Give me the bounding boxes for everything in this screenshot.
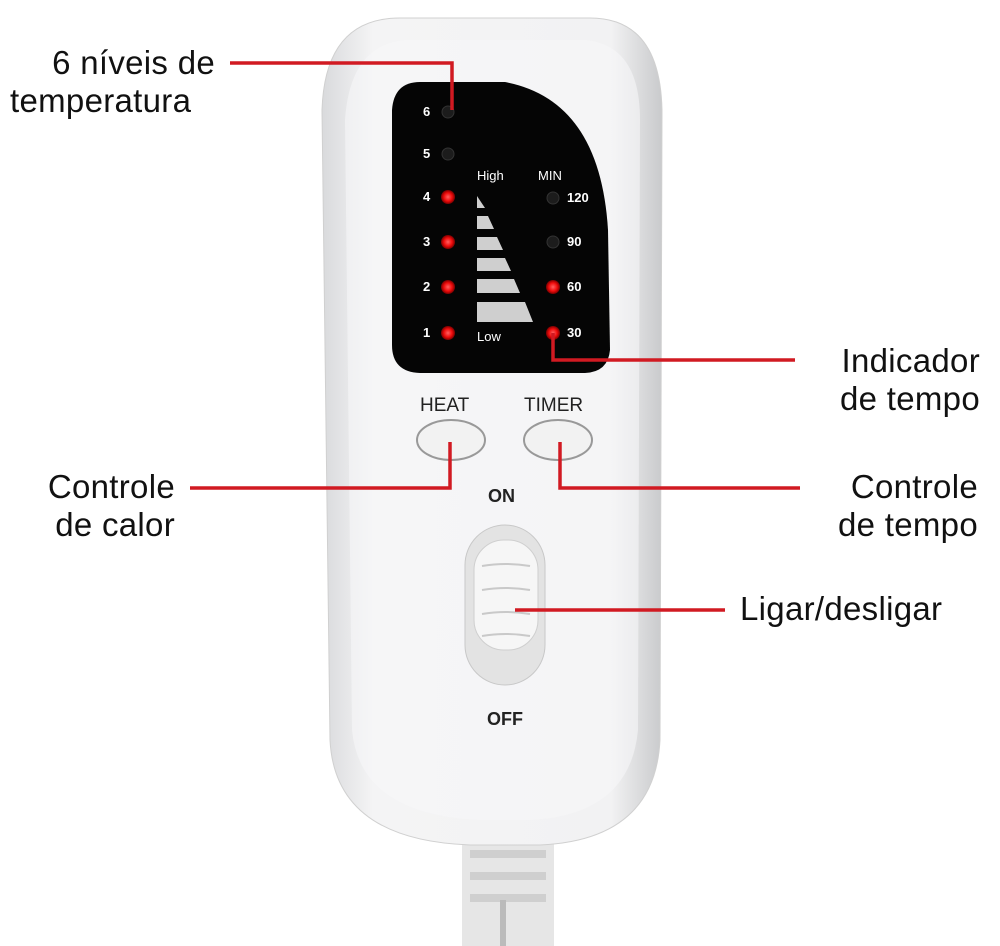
timer-led-60 — [546, 280, 560, 294]
callout-heat-control: Controle de calor — [48, 468, 175, 544]
heat-level-graphic — [477, 196, 533, 322]
callout-line: temperatura — [10, 82, 192, 119]
callout-line: Controle — [850, 468, 978, 505]
temp-led-1 — [441, 326, 455, 340]
callout-line: Controle — [47, 468, 175, 505]
heat-button-label: HEAT — [420, 395, 470, 416]
temp-led-4 — [441, 190, 455, 204]
off-label: OFF — [487, 709, 523, 729]
high-label: High — [477, 168, 504, 183]
callout-time-control: Controle de tempo — [838, 468, 978, 544]
callout-temperature-levels: 6 níveis de temperatura — [10, 44, 215, 120]
callout-power: Ligar/desligar — [740, 590, 943, 627]
temp-level-label: 1 — [423, 325, 431, 340]
temp-level-label: 6 — [423, 104, 431, 119]
timer-led-120 — [546, 191, 560, 205]
timer-led-90 — [546, 235, 560, 249]
callout-line: Indicador — [841, 342, 980, 379]
callout-line: de calor — [55, 506, 175, 543]
temp-led-5 — [441, 147, 455, 161]
min-label: MIN — [538, 168, 562, 183]
on-label: ON — [488, 486, 515, 506]
timer-value-label: 90 — [567, 234, 582, 249]
timer-button-label: TIMER — [524, 395, 584, 416]
callout-time-indicator: Indicador de tempo — [840, 342, 980, 418]
power-switch[interactable] — [473, 539, 539, 651]
leader-lines — [190, 61, 800, 612]
low-label: Low — [477, 329, 501, 344]
temp-level-label: 3 — [423, 234, 431, 249]
callout-line: de tempo — [840, 380, 980, 417]
timer-button[interactable] — [523, 419, 593, 461]
timer-value-label: 60 — [567, 279, 582, 294]
timer-value-label: 30 — [567, 325, 582, 340]
temp-led-3 — [441, 235, 455, 249]
temp-level-label: 5 — [423, 146, 431, 161]
callout-line: 6 níveis de — [52, 44, 215, 81]
temp-level-label: 2 — [423, 279, 431, 294]
callout-line: de tempo — [838, 506, 978, 543]
temp-led-2 — [441, 280, 455, 294]
temp-level-label: 4 — [423, 189, 431, 204]
timer-value-label: 120 — [567, 190, 589, 205]
